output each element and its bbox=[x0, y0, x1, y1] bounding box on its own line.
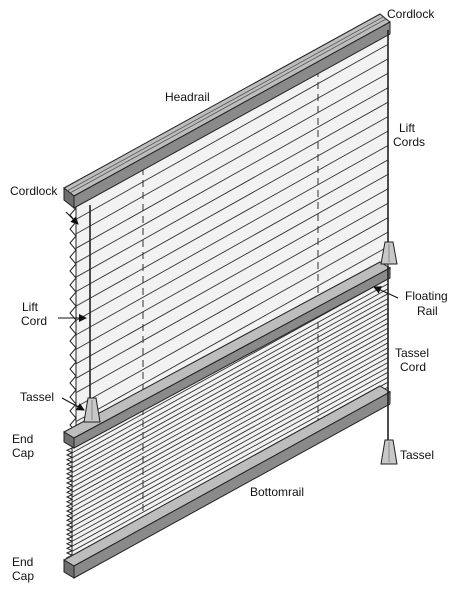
label-headrail: Headrail bbox=[165, 90, 210, 104]
pleat-line bbox=[71, 298, 389, 473]
pleat-line bbox=[71, 337, 389, 513]
pleat-line bbox=[71, 312, 389, 488]
pleat-line bbox=[75, 58, 389, 235]
pleat-line bbox=[71, 376, 389, 552]
pleat-line bbox=[75, 202, 389, 379]
pleat-line bbox=[71, 283, 389, 459]
label-cordlock-left: Cordlock bbox=[10, 184, 58, 198]
pleat-line bbox=[71, 288, 389, 464]
pleat-line bbox=[71, 362, 389, 537]
pleat-line bbox=[75, 44, 389, 220]
tassel-right-upper-icon bbox=[380, 241, 398, 265]
pleat-line bbox=[71, 347, 389, 523]
pleat-line bbox=[71, 327, 389, 503]
pleat-line bbox=[71, 317, 389, 493]
pleat-line bbox=[75, 231, 389, 408]
pleat-line bbox=[75, 145, 389, 321]
label-floating-rail-line2: Rail bbox=[417, 304, 438, 318]
label-cordlock-top: Cordlock bbox=[387, 7, 435, 21]
pleat-line bbox=[71, 308, 389, 483]
label-tassel-right: Tassel bbox=[400, 448, 434, 462]
bottomrail bbox=[62, 385, 392, 579]
label-lift-cords-line1: Lift bbox=[399, 121, 416, 135]
label-end-cap-bottom-line2: Cap bbox=[12, 569, 34, 583]
left-pleat-edge bbox=[65, 207, 77, 561]
pleat-line bbox=[75, 130, 389, 307]
label-end-cap-top-line2: Cap bbox=[12, 446, 34, 460]
tassel-left-icon bbox=[83, 397, 101, 423]
pleat-line bbox=[75, 174, 389, 350]
label-end-cap-bottom-line1: End bbox=[12, 555, 33, 569]
label-tassel-cord-line1: Tassel bbox=[395, 346, 429, 360]
pleat-line bbox=[71, 322, 389, 498]
pleat-line bbox=[71, 371, 389, 547]
label-lift-cord-line1: Lift bbox=[22, 300, 39, 314]
arrow-tassel-left bbox=[61, 397, 85, 411]
arrow-floating-rail bbox=[373, 286, 399, 299]
pleat-line bbox=[75, 72, 389, 249]
tassel-right-lower-icon bbox=[380, 439, 398, 465]
pleat-line bbox=[71, 293, 389, 469]
arrow-cordlock-left bbox=[65, 211, 79, 225]
pleat-line bbox=[75, 116, 389, 292]
pleat-line bbox=[75, 246, 389, 422]
pleat-line bbox=[71, 342, 389, 518]
label-lift-cord-line2: Cord bbox=[21, 314, 47, 328]
pleat-line bbox=[75, 87, 389, 264]
pleat-line bbox=[75, 188, 389, 365]
pleat-line bbox=[71, 332, 389, 508]
pleat-line bbox=[75, 217, 389, 394]
pleat-line bbox=[71, 357, 389, 532]
pleat-line bbox=[71, 367, 389, 542]
pleat-zigzag-edge bbox=[69, 207, 77, 433]
label-tassel-left: Tassel bbox=[20, 390, 54, 404]
label-lift-cords-line2: Cords bbox=[393, 135, 425, 149]
pleat-line bbox=[71, 352, 389, 528]
label-floating-rail-line1: Floating bbox=[405, 289, 448, 303]
pleat-line bbox=[75, 159, 389, 336]
pleat-line bbox=[71, 303, 389, 478]
pleat-line bbox=[75, 101, 389, 278]
label-end-cap-top-line1: End bbox=[12, 432, 33, 446]
label-tassel-cord-line2: Cord bbox=[400, 360, 426, 374]
headrail bbox=[63, 13, 391, 210]
pleat-zigzag-edge bbox=[65, 447, 74, 561]
floating-rail bbox=[62, 261, 392, 449]
upper-pleat-lines bbox=[75, 44, 389, 422]
label-bottomrail: Bottomrail bbox=[250, 485, 304, 499]
